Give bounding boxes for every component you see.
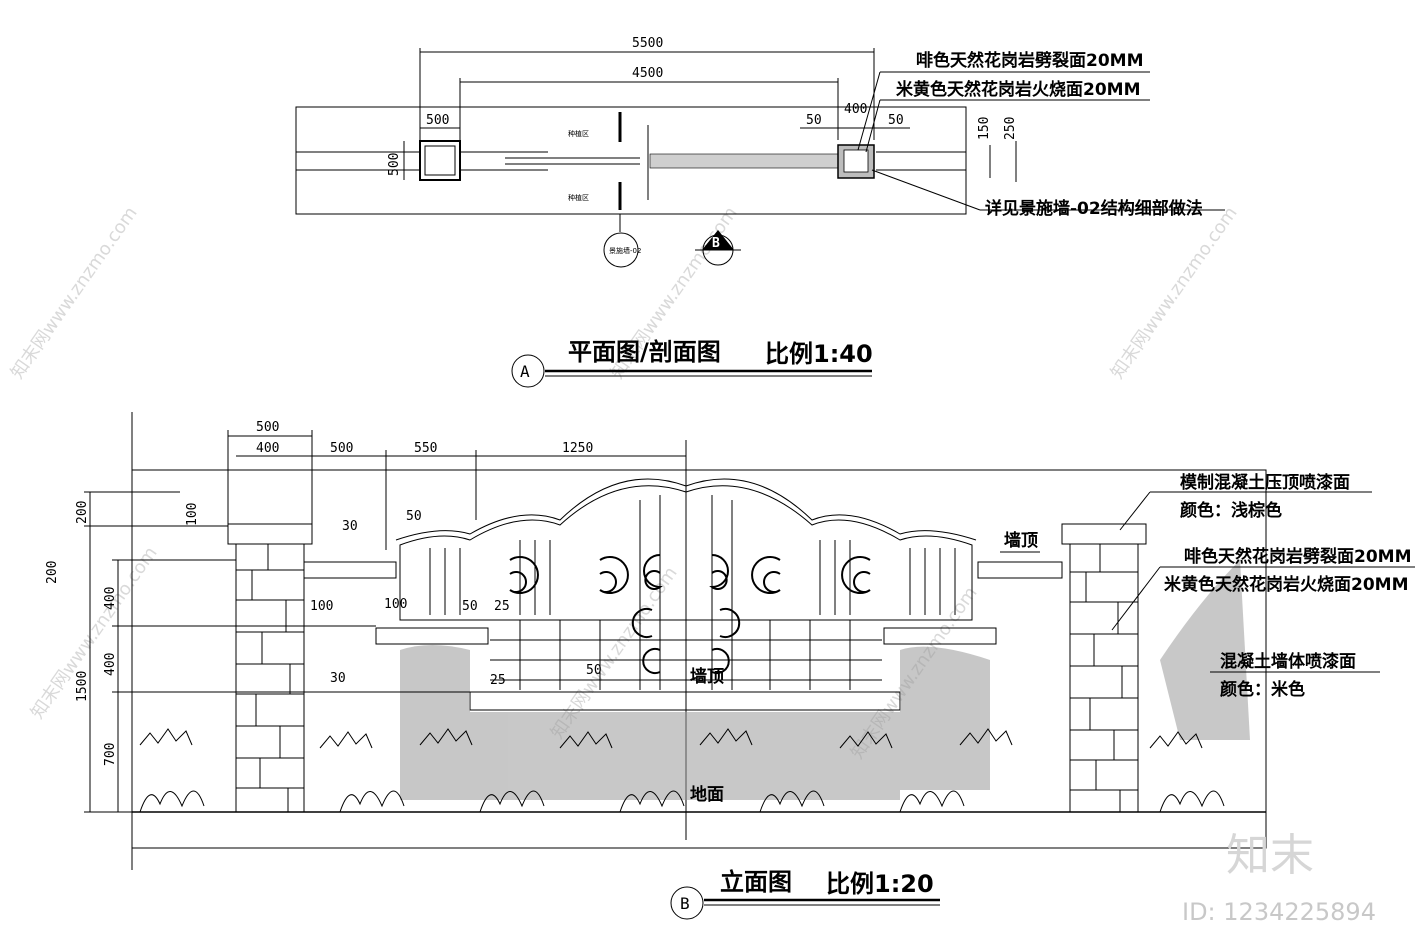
- elev-note: 混凝土墙体喷漆面: [1220, 651, 1356, 672]
- elev-note: 颜色：浅棕色: [1180, 500, 1282, 521]
- elev-dim: 50: [462, 599, 478, 614]
- svg-text:景施墙-02: 景施墙-02: [609, 246, 641, 255]
- plan-view: 种植区 种植区 5500 4500 500 50 400 50 150 250 …: [295, 36, 1225, 388]
- plan-note: 米黄色天然花岗岩火烧面20MM: [896, 79, 1141, 100]
- watermark-layer: 知末网www.znzmo.com 知末网www.znzmo.com 知末网www…: [7, 203, 1242, 763]
- plan-gate-strip: [649, 153, 839, 169]
- plan-note: 详见景施墙-02结构细部做法: [985, 198, 1203, 219]
- elev-dim: 50: [586, 663, 602, 678]
- elev-note: 米黄色天然花岗岩火烧面20MM: [1164, 574, 1409, 595]
- elev-dim: 400: [103, 587, 118, 610]
- elevation-scale: 比例1:20: [826, 870, 934, 898]
- plan-left-pier: [419, 140, 461, 181]
- view-badge: [670, 886, 704, 920]
- plan-title: 平面图/剖面图: [568, 338, 721, 366]
- elev-dim: 25: [490, 673, 506, 688]
- plan-dim: 50: [806, 113, 822, 128]
- plan-scale: 比例1:40: [765, 340, 873, 368]
- watermark-text: 知末网www.znzmo.com: [7, 203, 142, 383]
- view-badge: [511, 354, 545, 388]
- elev-dim: 200: [75, 501, 90, 524]
- elev-dim: 100: [185, 503, 200, 526]
- section-cut-marker-icon: B: [695, 230, 741, 266]
- right-stone-pier: [1061, 523, 1147, 813]
- concrete-stipple: [400, 560, 1250, 800]
- elevation-view: 500 400 500 550 1250 200 200 400 400 150…: [45, 412, 1415, 920]
- elev-dim: 50: [406, 509, 422, 524]
- left-stone-pier: [227, 523, 313, 813]
- elev-dim: 30: [342, 519, 358, 534]
- plan-note: 啡色天然花岗岩劈裂面20MM: [916, 50, 1144, 71]
- elev-dim: 25: [494, 599, 510, 614]
- elevation-title-block: B 立面图 比例1:20: [670, 868, 940, 920]
- elev-dim: 550: [414, 441, 437, 456]
- plan-dim: 500: [387, 153, 402, 176]
- plan-dim: 250: [1003, 117, 1018, 140]
- elev-note: 啡色天然花岗岩劈裂面20MM: [1184, 546, 1412, 567]
- elev-dim: 500: [256, 420, 279, 435]
- elev-note: 模制混凝土压顶喷漆面: [1180, 472, 1350, 493]
- elev-dim: 500: [330, 441, 353, 456]
- elevation-title: 立面图: [720, 868, 792, 896]
- plan-dim: 4500: [632, 66, 663, 81]
- svg-text:B: B: [712, 236, 720, 251]
- wall-cap-left: [303, 561, 397, 579]
- plan-title-block: A 平面图/剖面图 比例1:40: [511, 338, 873, 388]
- elev-dim: 30: [330, 671, 346, 686]
- elev-dim: 700: [103, 743, 118, 766]
- elev-dim: 200: [45, 561, 60, 584]
- plan-outline: [295, 106, 967, 215]
- wall-top-label: 墙顶: [690, 666, 724, 687]
- elev-dim: 100: [384, 597, 407, 612]
- svg-text:B: B: [680, 894, 690, 913]
- elev-dim: 400: [256, 441, 279, 456]
- planting-label: 种植区: [568, 129, 589, 138]
- plan-dim: 400: [844, 102, 867, 117]
- plan-dim: 50: [888, 113, 904, 128]
- elev-dim: 1500: [75, 671, 90, 702]
- iron-gate: [395, 478, 977, 690]
- watermark-text: 知末网www.znzmo.com: [1107, 203, 1242, 383]
- ground-label: 地面: [690, 784, 724, 805]
- wall-top-label: 墙顶: [1004, 530, 1038, 551]
- shrub-icon: [139, 728, 1225, 813]
- elev-note: 颜色：米色: [1220, 679, 1305, 700]
- detail-callout-icon: 景施墙-02: [603, 232, 641, 268]
- plan-dim: 5500: [632, 36, 663, 51]
- wall-cap-right: [977, 561, 1063, 579]
- brand-watermark: 知末: [1226, 830, 1314, 881]
- gate-base: [469, 691, 901, 711]
- elev-dim: 100: [310, 599, 333, 614]
- image-id: ID: 1234225894: [1182, 898, 1376, 926]
- plan-dim: 500: [426, 113, 449, 128]
- planting-label: 种植区: [568, 193, 589, 202]
- svg-text:A: A: [520, 362, 530, 381]
- plan-dim: 150: [977, 117, 992, 140]
- elev-dim: 400: [103, 653, 118, 676]
- elev-dim: 1250: [562, 441, 593, 456]
